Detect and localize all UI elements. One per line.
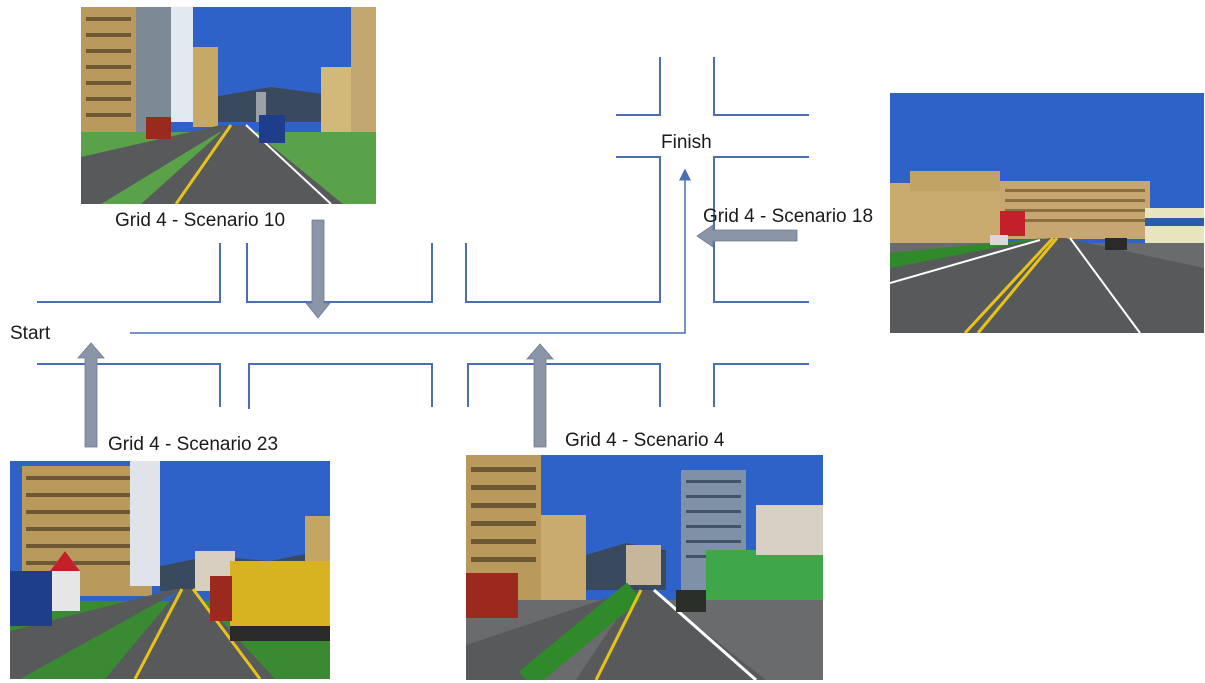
scene-image-scenario-4 [466,455,823,680]
start-label: Start [10,323,51,344]
caption-scenario-23: Grid 4 - Scenario 23 [108,434,279,455]
arrow-scenario-18 [696,224,798,248]
road-outline-lines [37,57,809,409]
scene-image-scenario-10 [81,7,376,204]
scene-image-scenario-23 [10,461,330,679]
caption-scenario-10: Grid 4 - Scenario 10 [115,210,286,231]
arrow-scenario-10 [305,219,331,319]
caption-scenario-4: Grid 4 - Scenario 4 [565,430,725,451]
arrow-scenario-23 [77,342,105,448]
caption-scenario-18: Grid 4 - Scenario 18 [703,206,874,227]
route-path [130,168,691,334]
arrow-scenario-4 [526,343,554,448]
scene-image-scenario-18 [890,93,1204,333]
finish-label: Finish [661,132,712,153]
